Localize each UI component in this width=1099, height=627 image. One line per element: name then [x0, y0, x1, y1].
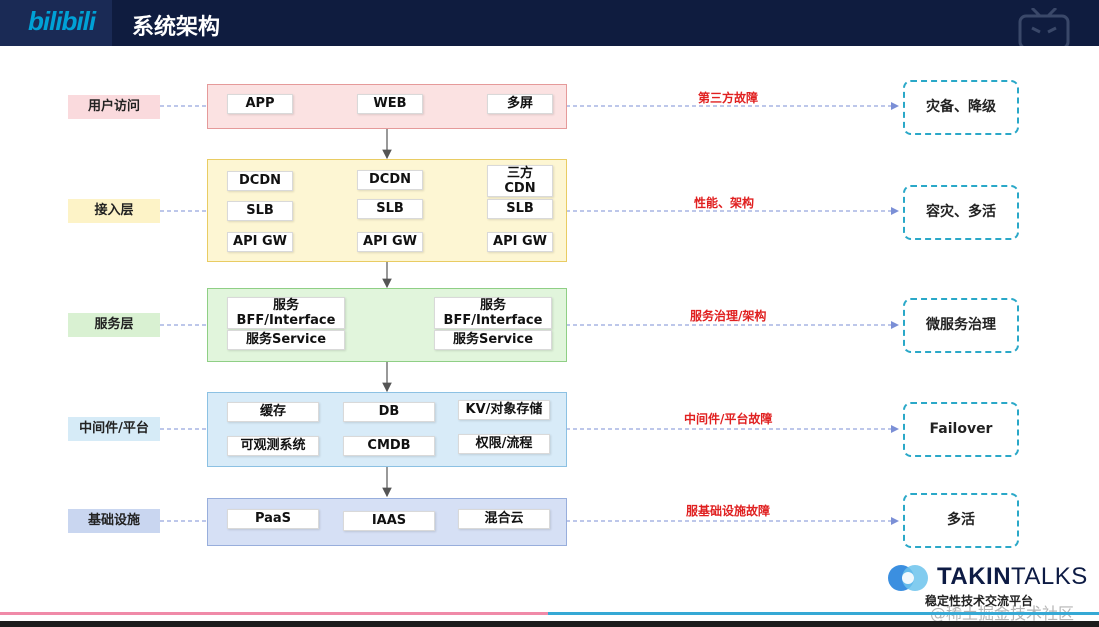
chip-third-party-cdn-line2: CDN	[504, 181, 536, 196]
risk-label-performance: 性能、架构	[694, 196, 755, 210]
chip-web: WEB	[357, 94, 423, 114]
footer-bar-pink	[0, 612, 548, 615]
layer-label-access: 接入层	[68, 199, 160, 223]
strategy-multi-active: 多活	[903, 493, 1019, 548]
layer-label-service: 服务层	[68, 313, 160, 337]
chip-service-1: 服务Service	[227, 330, 345, 350]
chip-observability: 可观测系统	[227, 436, 319, 456]
chip-app: APP	[227, 94, 293, 114]
takintalks-logo-icon	[888, 565, 928, 591]
chip-bff-2: 服务 BFF/Interface	[434, 297, 552, 329]
chip-apigw-2: API GW	[357, 232, 423, 252]
risk-label-service-governance: 服务治理/架构	[690, 309, 767, 323]
risk-label-middleware: 中间件/平台故障	[684, 412, 773, 426]
chip-third-party-cdn-line1: 三方	[506, 166, 533, 181]
tv-icon	[1018, 8, 1070, 46]
chip-cmdb: CMDB	[343, 436, 435, 456]
footer-bar-blue	[548, 612, 1099, 615]
chip-slb-2: SLB	[357, 199, 423, 219]
chip-multiscreen: 多屏	[487, 94, 553, 114]
chip-db: DB	[343, 402, 435, 422]
chip-iaas: IAAS	[343, 511, 435, 531]
chip-bff-2-line2: BFF/Interface	[443, 313, 543, 328]
brand-subtitle: 稳定性技术交流平台	[925, 594, 1034, 608]
chip-apigw-3: API GW	[487, 232, 553, 252]
chip-cache: 缓存	[227, 402, 319, 422]
chip-apigw-1: API GW	[227, 232, 293, 252]
risk-label-infrastructure: 服基础设施故障	[686, 504, 771, 518]
chip-bff-1-line2: BFF/Interface	[236, 313, 336, 328]
chip-bff-1-line1: 服务	[272, 298, 299, 313]
strategy-disaster-degrade: 灾备、降级	[903, 80, 1019, 135]
chip-bff-1: 服务 BFF/Interface	[227, 297, 345, 329]
layer-label-infrastructure: 基础设施	[68, 509, 160, 533]
chip-kv-storage: KV/对象存储	[458, 400, 550, 420]
bottom-strip	[0, 621, 1099, 627]
layer-label-user-access: 用户访问	[68, 95, 160, 119]
bilibili-logo: bilibili	[0, 0, 112, 46]
chip-dcdn-1: DCDN	[227, 171, 293, 191]
risk-label-third-party: 第三方故障	[698, 91, 759, 105]
page-title: 系统架构	[132, 15, 221, 40]
strategy-failover: Failover	[903, 402, 1019, 457]
chip-slb-1: SLB	[227, 201, 293, 221]
strategy-microservice-governance: 微服务治理	[903, 298, 1019, 353]
strategy-active-active: 容灾、多活	[903, 185, 1019, 240]
takintalks-brand: TAKINTALKS 稳定性技术交流平台	[887, 561, 1087, 611]
chip-service-2: 服务Service	[434, 330, 552, 350]
chip-hybrid-cloud: 混合云	[458, 509, 550, 529]
chip-paas: PaaS	[227, 509, 319, 529]
chip-dcdn-2: DCDN	[357, 170, 423, 190]
chip-permission-flow: 权限/流程	[458, 434, 550, 454]
header-bar: bilibili 系统架构	[0, 0, 1099, 46]
brand-name: TAKINTALKS	[937, 563, 1088, 590]
layer-label-middleware: 中间件/平台	[68, 417, 160, 441]
chip-slb-3: SLB	[487, 199, 553, 219]
chip-bff-2-line1: 服务	[479, 298, 506, 313]
chip-third-party-cdn: 三方 CDN	[487, 165, 553, 197]
